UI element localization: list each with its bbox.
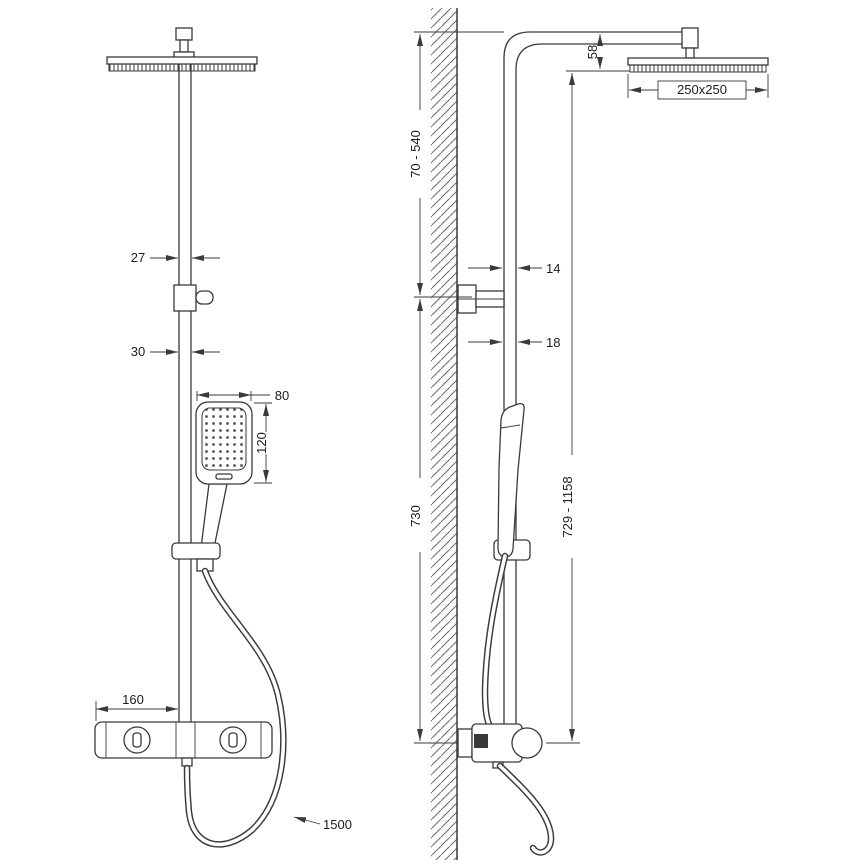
side-view: 70 - 540 730 14 18 58 [408,8,769,860]
dimension-handset-height: 120 [254,402,272,484]
dimension-pole-lower: 30 [131,344,220,359]
hand-shower-side [497,402,525,558]
rain-shower-head-side [627,57,769,73]
hand-shower-handle [200,483,228,549]
dimension-pipe-lower-depth: 18 [468,335,560,350]
riser-pipe-side [503,27,699,724]
riser-pole [178,57,192,725]
shower-hose-side-lower [496,762,555,856]
valve-button [474,734,488,748]
dim-label-160: 160 [122,692,144,707]
dim-label-14: 14 [546,261,560,276]
mixer-valve [94,721,273,767]
dim-label-729-1158: 729 - 1158 [560,476,575,537]
shower-hose-side-upper [481,552,509,734]
knob-side [511,727,543,759]
dimension-pole-upper: 27 [131,250,220,265]
dimension-hose-length: 1500 [293,816,352,832]
dim-label-1500: 1500 [323,817,352,832]
hand-shower [195,401,253,549]
rain-shower-head [106,56,258,72]
dim-label-18: 18 [546,335,560,350]
dim-label-250x250: 250x250 [677,82,727,97]
dimension-arm-range: 70 - 540 [408,31,504,295]
ceiling-connector [173,27,195,59]
dim-label-27: 27 [131,250,145,265]
dimension-head-size: 250x250 [627,74,769,100]
dim-label-730: 730 [408,505,423,527]
arm-nut [681,27,699,49]
slider-holder [171,542,221,572]
dimension-handset-width: 80 [196,388,289,403]
dim-label-80: 80 [275,388,289,403]
diverter-bracket [173,284,214,312]
dimension-valve-to-head: 729 - 1158 [546,70,628,744]
mixer-valve-side [457,723,543,769]
wall-bracket-side [457,284,505,314]
dimension-valve-width: 160 [95,692,178,721]
wall [431,8,458,860]
dimension-bracket-to-valve: 730 [408,296,472,744]
dim-label-120: 120 [254,432,269,454]
dim-label-70-540: 70 - 540 [408,130,423,178]
dimension-pipe-upper-depth: 14 [468,261,560,276]
dimension-head-drop: 58 [585,34,630,72]
front-view: 27 30 80 120 1 [94,27,352,848]
dim-label-58: 58 [585,45,600,59]
dim-label-30: 30 [131,344,145,359]
shower-hose [183,567,287,848]
